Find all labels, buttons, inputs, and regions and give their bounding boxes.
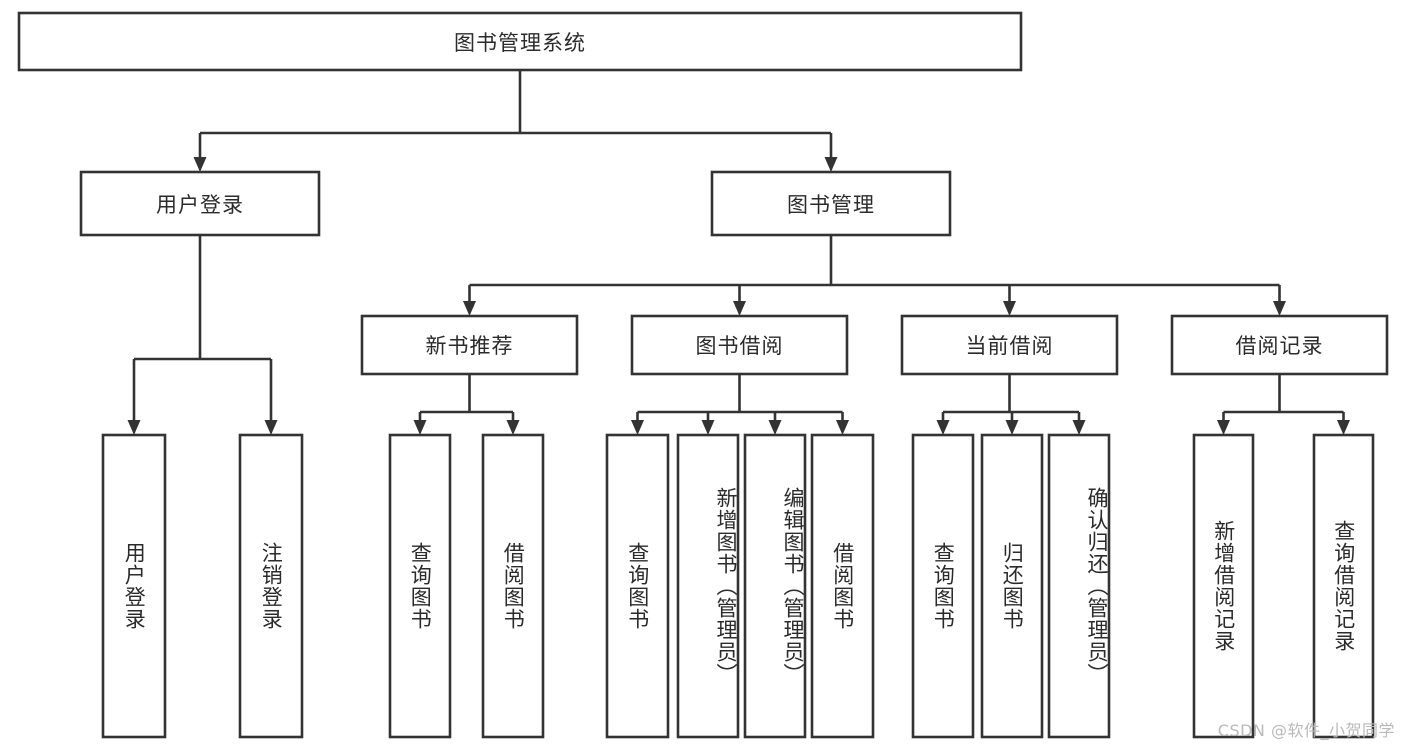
- node-box-leaf-user-logout[interactable]: [238, 433, 304, 739]
- arrow-head-leaf-borrow-edit: [768, 420, 782, 435]
- node-box-leaf-user-login[interactable]: [101, 433, 167, 739]
- arrow-head-leaf-user-logout: [264, 420, 278, 435]
- node-box-leaf-borrow-do[interactable]: [810, 433, 875, 739]
- node-box-bookmgmt[interactable]: [710, 170, 952, 237]
- node-box-leaf-new-borrow[interactable]: [481, 433, 545, 739]
- node-box-leaf-cur-query[interactable]: [911, 433, 975, 739]
- node-box-leaf-cur-confirm[interactable]: [1047, 433, 1111, 739]
- node-layer: [17, 11, 1389, 739]
- arrow-head-leaf-user-login: [127, 420, 141, 435]
- arrow-head-leaf-rec-add: [1217, 420, 1230, 435]
- node-box-login[interactable]: [79, 170, 321, 237]
- node-box-leaf-borrow-add[interactable]: [676, 433, 740, 739]
- arrow-head-leaf-cur-return: [1005, 420, 1019, 435]
- node-box-leaf-borrow-edit[interactable]: [743, 433, 807, 739]
- node-box-leaf-rec-query[interactable]: [1312, 433, 1375, 739]
- arrow-head-leaf-cur-query: [936, 420, 950, 435]
- arrow-head-current: [1003, 301, 1016, 316]
- arrow-head-bookmgmt: [824, 157, 838, 172]
- node-box-borrow[interactable]: [630, 314, 849, 376]
- watermark: CSDN @软件_小贺同学: [1217, 721, 1395, 740]
- node-box-leaf-cur-return[interactable]: [980, 433, 1044, 739]
- arrow-head-leaf-new-query: [413, 420, 427, 435]
- arrow-head-records: [1273, 301, 1286, 316]
- arrow-head-borrow: [733, 301, 746, 316]
- arrow-head-leaf-cur-confirm: [1072, 420, 1086, 435]
- arrow-head-leaf-borrow-do: [836, 420, 849, 435]
- node-box-leaf-new-query[interactable]: [388, 433, 452, 739]
- node-box-root[interactable]: [17, 11, 1023, 72]
- arrow-head-leaf-rec-query: [1337, 420, 1350, 435]
- arrow-head-newbook: [463, 301, 476, 316]
- connector-layer: [127, 70, 1350, 435]
- node-box-current[interactable]: [900, 314, 1119, 376]
- arrow-head-leaf-borrow-query: [631, 420, 644, 435]
- node-box-records[interactable]: [1170, 314, 1389, 376]
- arrow-head-leaf-new-borrow: [506, 420, 520, 435]
- node-box-leaf-borrow-query[interactable]: [605, 433, 670, 739]
- node-box-leaf-rec-add[interactable]: [1192, 433, 1255, 739]
- arrow-head-leaf-borrow-add: [701, 420, 715, 435]
- node-box-newbook[interactable]: [360, 314, 579, 376]
- arrow-head-login: [193, 157, 207, 172]
